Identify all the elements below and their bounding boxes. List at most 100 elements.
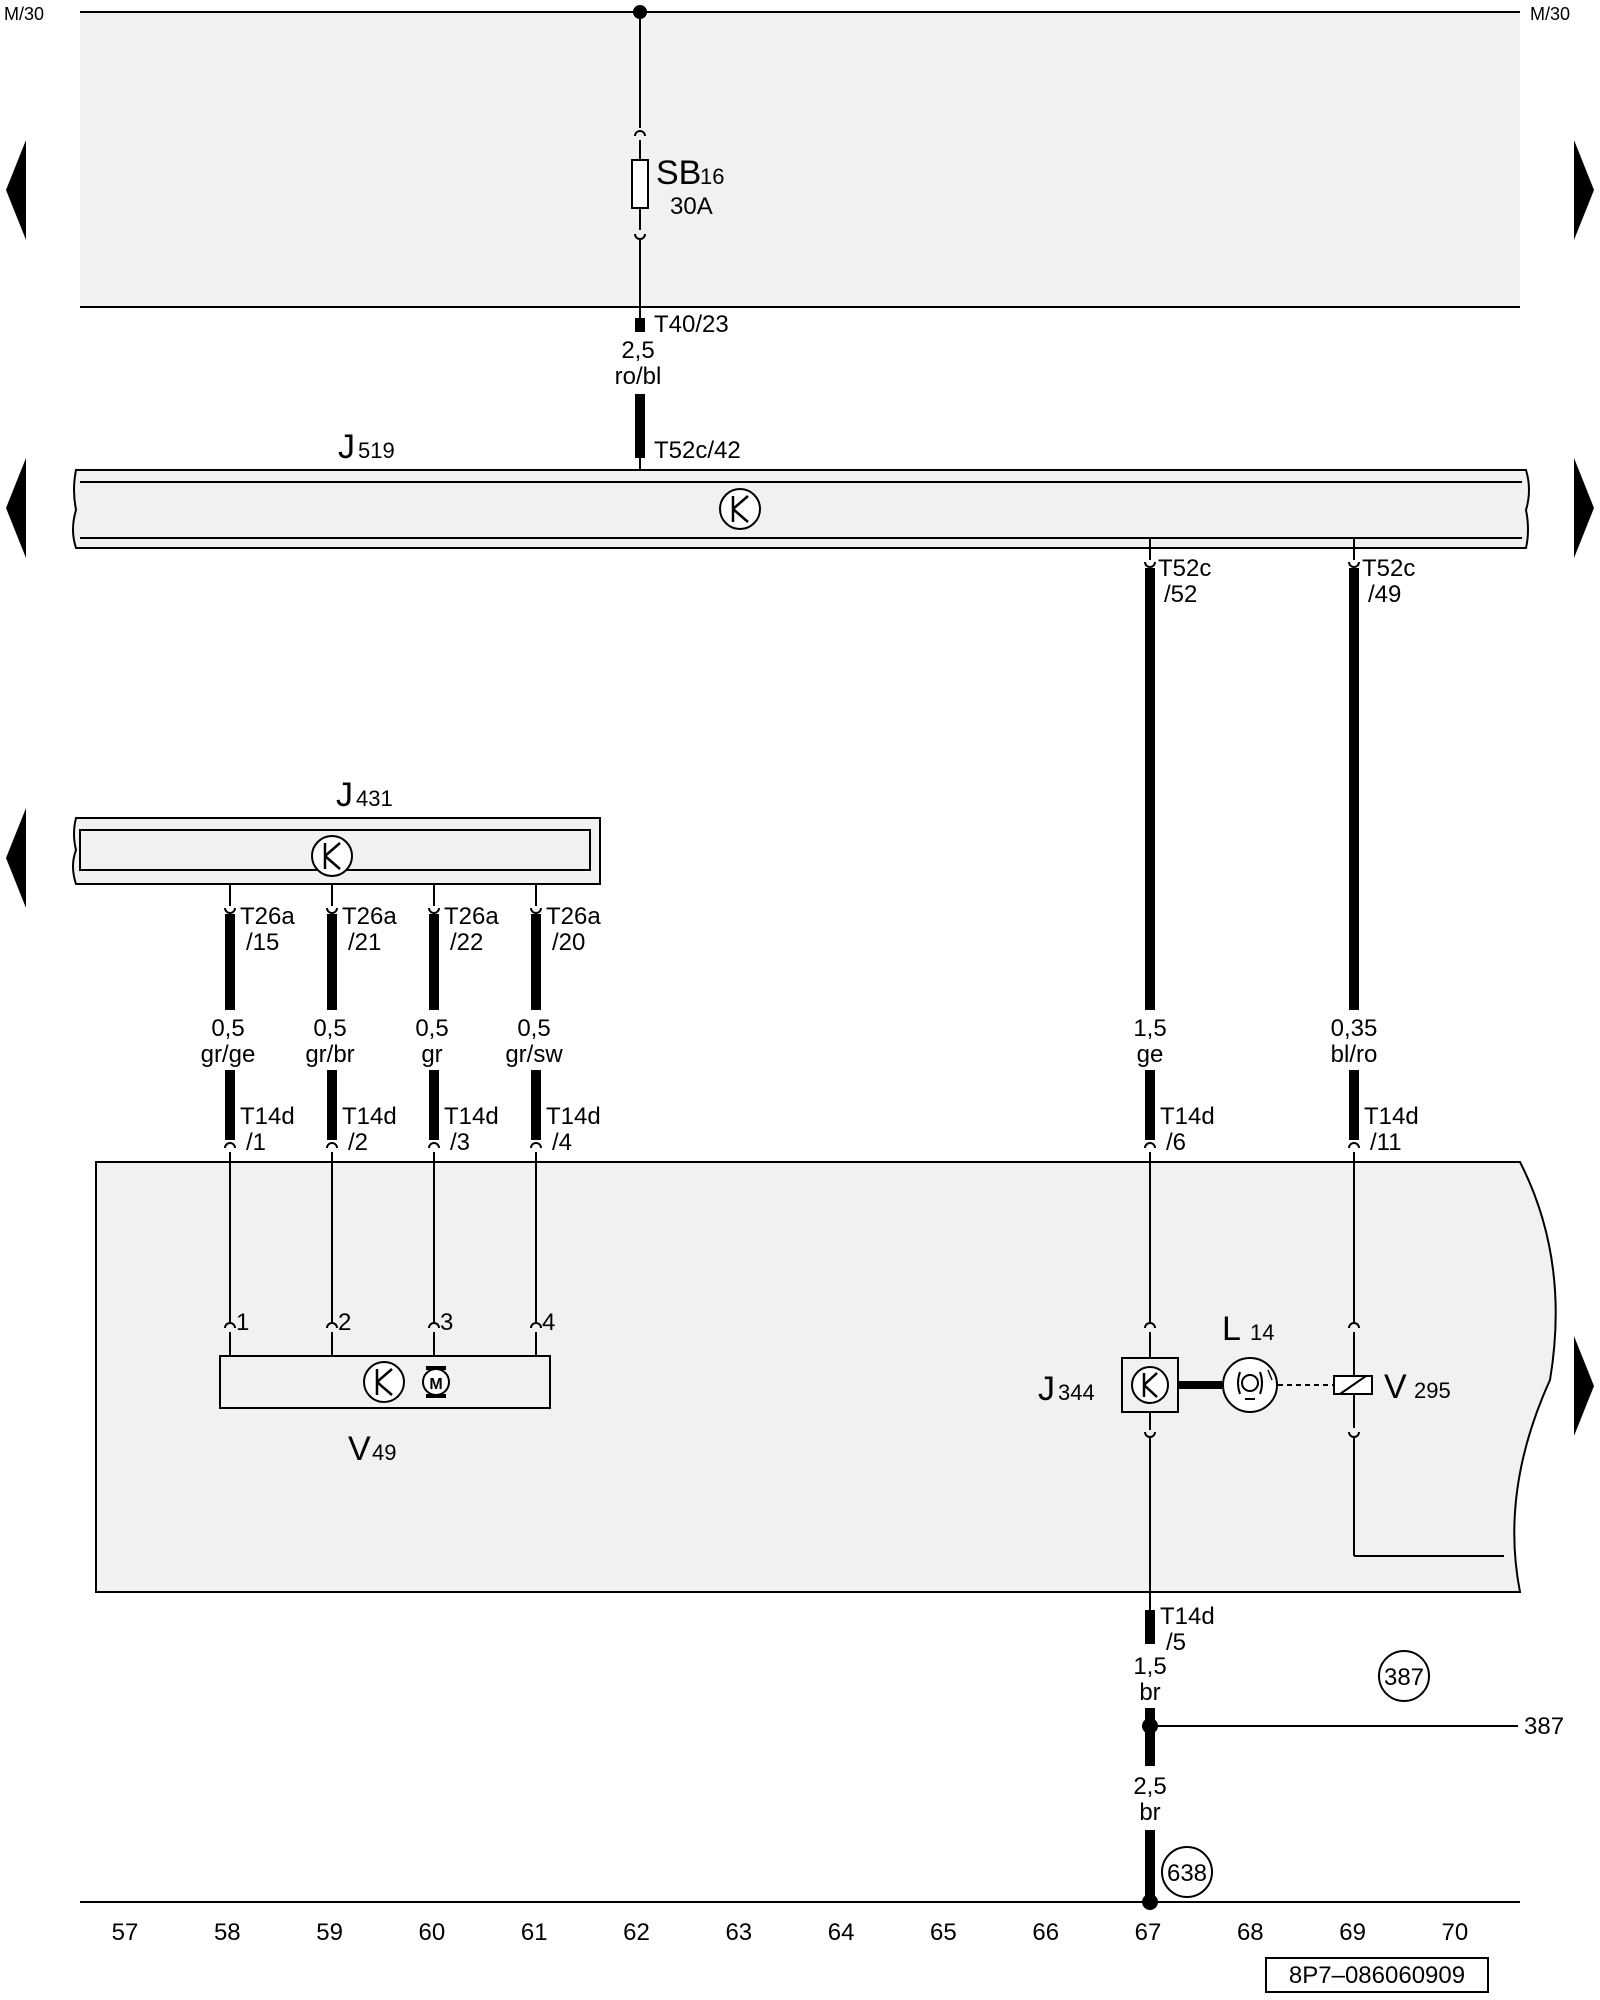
- next-page-arrow-3[interactable]: [1574, 1336, 1594, 1436]
- heater-element-icon: [1333, 1375, 1373, 1395]
- prev-page-arrow-1[interactable]: [6, 140, 26, 240]
- fuse-icon: [631, 159, 649, 209]
- wire-size-br-1: 1,5: [1133, 1653, 1166, 1680]
- fuse-panel: [80, 11, 1520, 308]
- footer-code-box: [1265, 1957, 1489, 1993]
- v49-number: 49: [372, 1440, 396, 1465]
- column-number: 66: [1032, 1919, 1059, 1946]
- wire-color-ro-bl: ro/bl: [615, 363, 662, 390]
- column-number: 61: [521, 1919, 548, 1946]
- warning-lamp-icon: [1222, 1357, 1278, 1413]
- next-page-arrow-2[interactable]: [1574, 458, 1594, 558]
- connector-t14d-1-b: /1: [246, 1129, 266, 1156]
- rail-label-left: M/30: [4, 4, 44, 24]
- connector-t26a-22-b: /22: [450, 929, 483, 956]
- j431-letter: J: [336, 776, 353, 814]
- connector-t26a-20-b: /20: [552, 929, 585, 956]
- connector-t14d-5-b: /5: [1166, 1629, 1186, 1656]
- connector-t14d-2-b: /2: [348, 1129, 368, 1156]
- wire-color-br-1: br: [1139, 1679, 1160, 1706]
- connector-t14d-3-b: /3: [450, 1129, 470, 1156]
- connector-t26a-21-a: T26a: [342, 903, 397, 930]
- module-j519: [72, 469, 1530, 549]
- connector-t14d-3-a: T14d: [444, 1103, 499, 1130]
- connector-t14d-11-a: T14d: [1364, 1103, 1419, 1130]
- l14-letter: L: [1222, 1310, 1241, 1348]
- fuse-rating: 30A: [670, 193, 713, 220]
- connector-t26a-21-b: /21: [348, 929, 381, 956]
- v49-pin-2: 2: [338, 1309, 351, 1336]
- j344-number: 344: [1058, 1380, 1095, 1405]
- column-number: 68: [1237, 1919, 1264, 1946]
- ground-point-387: [1378, 1650, 1430, 1702]
- connector-t52c-49-a: T52c: [1362, 555, 1415, 582]
- rail-label-right: M/30: [1530, 4, 1570, 24]
- wire-size-gr-ge: 0,5: [211, 1015, 244, 1042]
- j344-letter: J: [1038, 1370, 1055, 1408]
- column-number: 58: [214, 1919, 241, 1946]
- wire-size-gr: 0,5: [415, 1015, 448, 1042]
- wire-color-gr: gr: [421, 1041, 442, 1068]
- j431-number: 431: [356, 786, 393, 811]
- connector-t40-23: T40/23: [654, 311, 729, 338]
- column-number: 69: [1339, 1919, 1366, 1946]
- j519-letter: J: [338, 428, 355, 466]
- connector-t14d-4-a: T14d: [546, 1103, 601, 1130]
- column-number: 60: [419, 1919, 446, 1946]
- door-housing-panel: [95, 1161, 1557, 1593]
- column-number: 67: [1135, 1919, 1162, 1946]
- column-number: 65: [930, 1919, 957, 1946]
- connector-t14d-4-b: /4: [552, 1129, 572, 1156]
- wire-size-bl-ro: 0,35: [1331, 1015, 1378, 1042]
- v49-pin-1: 1: [236, 1309, 249, 1336]
- footer-code: 8P7–086060909: [1289, 1962, 1465, 1989]
- wire-size-gr-sw: 0,5: [517, 1015, 550, 1042]
- column-number: 64: [828, 1919, 855, 1946]
- wire-color-gr-ge: gr/ge: [201, 1041, 256, 1068]
- wire-size-br-2: 2,5: [1133, 1773, 1166, 1800]
- column-number: 62: [623, 1919, 650, 1946]
- connector-t14d-11-b: /11: [1370, 1129, 1402, 1156]
- motor-symbol: M: [429, 1376, 442, 1393]
- next-page-arrow-1[interactable]: [1574, 140, 1594, 240]
- fuse-number: 16: [700, 164, 724, 189]
- electronic-control-icon: [1131, 1366, 1169, 1404]
- connector-t52c-52-b: /52: [1164, 581, 1197, 608]
- ground-point-387-label: 387: [1384, 1664, 1424, 1691]
- l14-number: 14: [1250, 1320, 1274, 1345]
- electronic-control-icon: [719, 488, 761, 530]
- v49-pin-3: 3: [440, 1309, 453, 1336]
- wire-color-gr-sw: gr/sw: [505, 1041, 563, 1068]
- connector-t14d-6-a: T14d: [1160, 1103, 1215, 1130]
- connector-t52c-52-a: T52c: [1158, 555, 1211, 582]
- ground-point-638: [1161, 1846, 1213, 1898]
- wire-size-gr-br: 0,5: [313, 1015, 346, 1042]
- wire-color-bl-ro: bl/ro: [1331, 1041, 1378, 1068]
- j519-number: 519: [358, 438, 395, 463]
- v49-pin-4: 4: [542, 1309, 555, 1336]
- column-number: 70: [1442, 1919, 1469, 1946]
- wire-color-ge: ge: [1137, 1041, 1164, 1068]
- connector-t14d-5-a: T14d: [1160, 1603, 1215, 1630]
- connector-t14d-1-a: T14d: [240, 1103, 295, 1130]
- prev-page-arrow-2[interactable]: [6, 458, 26, 558]
- column-number: 57: [112, 1919, 139, 1946]
- j431-wires: [224, 884, 542, 1140]
- v49-letter: V: [348, 1430, 371, 1468]
- connector-t52c-49-b: /49: [1368, 581, 1401, 608]
- connector-t26a-15-b: /15: [246, 929, 279, 956]
- electronic-control-icon: [363, 1361, 405, 1403]
- connector-t26a-15-a: T26a: [240, 903, 295, 930]
- wire-size-ge: 1,5: [1133, 1015, 1166, 1042]
- v295-letter: V: [1384, 1368, 1407, 1406]
- connector-t14d-6-b: /6: [1166, 1129, 1186, 1156]
- prev-page-arrow-3[interactable]: [6, 808, 26, 908]
- v295-number: 295: [1414, 1378, 1451, 1403]
- fuse-name: SB: [656, 154, 701, 192]
- electronic-control-icon: [311, 835, 353, 877]
- ground-point-638-label: 638: [1167, 1860, 1207, 1887]
- wire-size-ro-bl: 2,5: [621, 337, 654, 364]
- column-number: 59: [316, 1919, 343, 1946]
